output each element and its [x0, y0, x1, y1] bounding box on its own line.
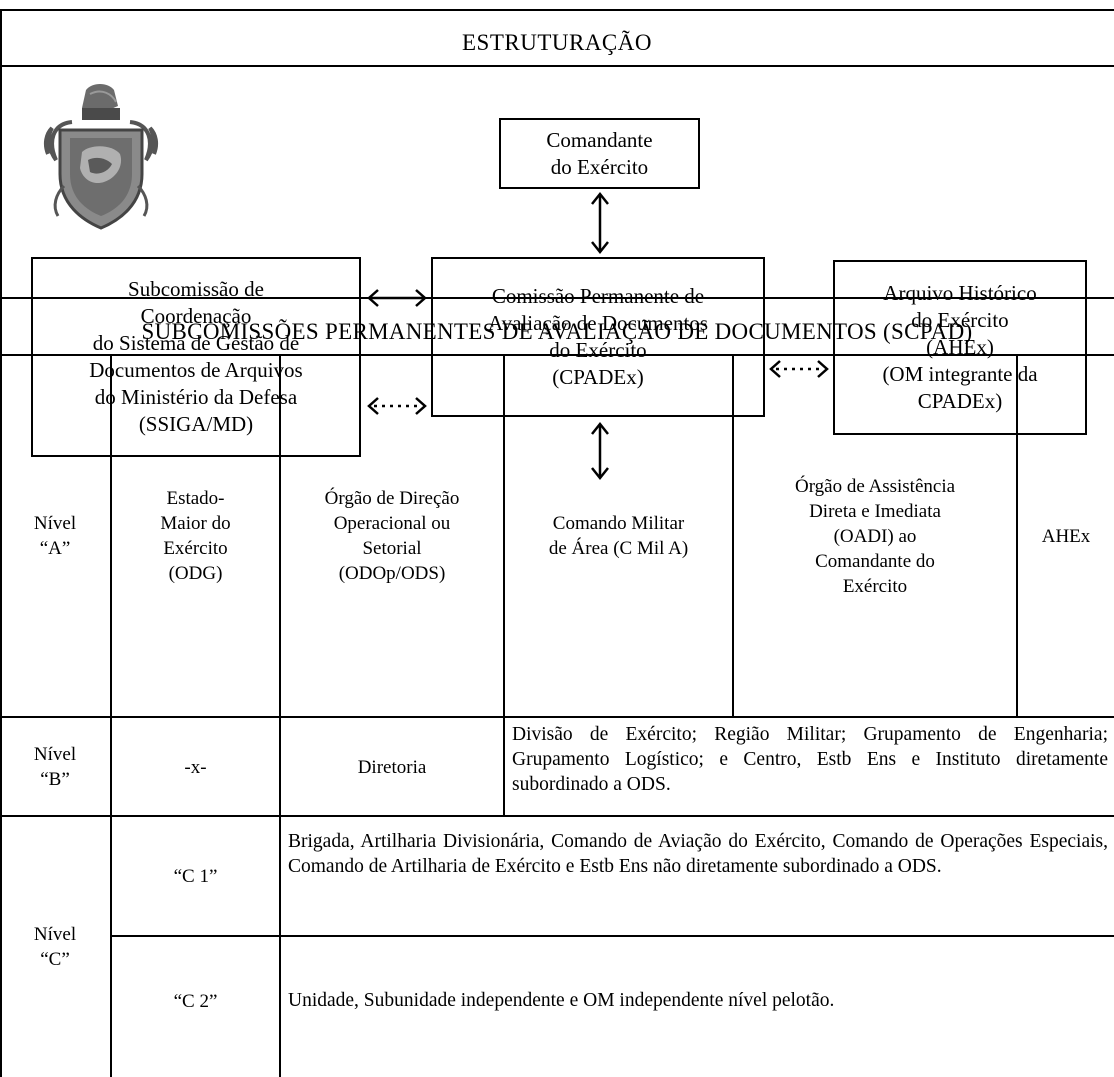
col-divider	[279, 354, 281, 1077]
level-b-desc: Divisão de Exército; Região Militar; Gru…	[512, 724, 1108, 795]
col-divider	[110, 354, 112, 1077]
divider	[0, 354, 1114, 356]
level-a-odop: Órgão de Direção Operacional ou Setorial…	[324, 488, 460, 584]
commander-cpadex-arrow	[591, 191, 609, 255]
level-a-oadi: Órgão de Assistência Direta e Imediata (…	[794, 475, 956, 597]
ahex-box: Arquivo Histórico do Exército (AHEx) (OM…	[833, 260, 1087, 435]
level-c-label: Nível “C”	[33, 924, 77, 970]
divider	[0, 815, 1114, 817]
page-title: ESTRUTURAÇÃO	[461, 30, 652, 55]
crest-icon	[43, 84, 159, 230]
scpad-title: SUBCOMISSÕES PERMANENTES DE AVALIAÇÃO DE…	[141, 319, 973, 344]
divider	[0, 716, 1114, 718]
level-c2-label: “C 2”	[173, 990, 218, 1012]
level-c1-label: “C 1”	[173, 865, 218, 887]
divider	[0, 65, 1114, 67]
ssiga-box: Subcomissão de Coordenação do Sistema de…	[31, 257, 361, 457]
level-a-ahex: AHEx	[1041, 525, 1091, 547]
document-frame	[0, 9, 1114, 1077]
level-b-label: Nível “B”	[33, 744, 77, 790]
col-divider	[1016, 354, 1018, 717]
cpadex-scpad-arrow	[591, 421, 609, 481]
level-a-odg: Estado- Maior do Exército (ODG)	[160, 488, 231, 584]
level-c2-desc: Unidade, Subunidade independente e OM in…	[288, 990, 835, 1011]
divider	[110, 935, 1114, 937]
col-divider	[503, 716, 505, 816]
level-b-odg: -x-	[184, 756, 207, 778]
level-c1-desc: Brigada, Artilharia Divisionária, Comand…	[288, 831, 1108, 877]
cpadex-ahex-dotted-arrow	[769, 360, 829, 378]
ssiga-cpadex-dotted-arrow	[367, 397, 427, 415]
divider	[0, 297, 1114, 299]
cpadex-box: Comissão Permanente de Avaliação de Docu…	[431, 257, 765, 417]
level-a-label: Nível “A”	[33, 513, 77, 559]
level-a-cmila: Comando Militar de Área (C Mil A)	[548, 513, 689, 559]
level-b-diretoria: Diretoria	[357, 756, 427, 778]
col-divider	[503, 354, 505, 717]
commander-box: Comandante do Exército	[499, 118, 700, 189]
col-divider	[732, 354, 734, 717]
